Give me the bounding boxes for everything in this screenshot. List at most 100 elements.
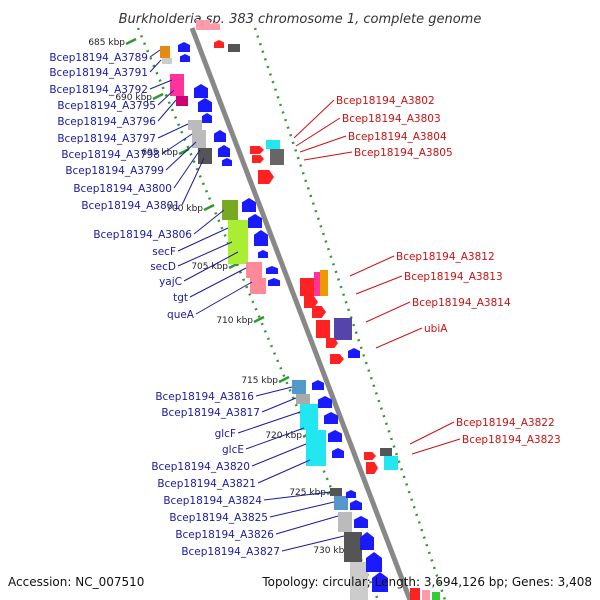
leader-line <box>193 209 225 235</box>
gene-label: Bcep18194_A3789 <box>49 52 148 64</box>
gene-label: Bcep18194_A3806 <box>93 229 192 241</box>
tick-mark <box>253 315 265 324</box>
gene-label: Bcep18194_A3798 <box>61 149 160 161</box>
gene-block <box>384 456 398 470</box>
leader-line <box>295 117 341 147</box>
leader-line <box>237 411 301 434</box>
leader-line <box>411 438 461 455</box>
gene-arrow <box>214 130 226 142</box>
leader-line <box>261 397 297 413</box>
gene-arrow <box>242 198 256 212</box>
gene-block <box>292 380 306 394</box>
gene-arrow <box>364 452 376 460</box>
gene-block <box>334 496 348 510</box>
gene-block <box>350 562 368 600</box>
tick-label: 715 kbp <box>241 376 278 386</box>
leader-line <box>157 123 189 139</box>
leader-line <box>173 149 201 189</box>
leader-line <box>275 515 339 535</box>
leader-line <box>157 89 175 106</box>
leader-line <box>349 255 395 277</box>
gene-block <box>246 262 262 278</box>
gene-label: Bcep18194_A3814 <box>412 297 511 309</box>
gene-label: Bcep18194_A3803 <box>342 113 441 125</box>
gene-block <box>160 46 170 58</box>
gene-label: Bcep18194_A3824 <box>163 495 262 507</box>
gene-label: Bcep18194_A3796 <box>57 116 156 128</box>
gene-block <box>422 590 430 600</box>
gene-arrow <box>258 170 274 184</box>
leader-line <box>255 386 293 397</box>
gene-arrow <box>266 266 278 274</box>
leader-line <box>161 133 193 155</box>
gene-arrow <box>198 98 212 112</box>
gene-arrow <box>312 306 326 318</box>
gene-label: secD <box>150 261 176 273</box>
gene-block <box>228 220 248 264</box>
gene-arrow <box>366 462 378 474</box>
gene-arrow <box>214 40 224 48</box>
leader-line <box>165 141 197 171</box>
gene-block <box>250 278 266 294</box>
tick-mark <box>278 375 290 384</box>
gene-label: Bcep18194_A3804 <box>348 131 447 143</box>
leader-line <box>183 251 239 282</box>
tick-mark <box>125 37 137 46</box>
gene-block <box>192 130 206 148</box>
gene-arrow <box>318 396 332 408</box>
gene-block <box>306 430 326 466</box>
accession-label: Accession: NC_007510 <box>8 575 144 589</box>
chromosome-backbone <box>189 27 413 600</box>
gene-label: Bcep18194_A3792 <box>49 84 148 96</box>
leader-line <box>375 327 423 349</box>
gene-label: Bcep18194_A3826 <box>175 529 274 541</box>
tick-label: 685 kbp <box>88 38 125 48</box>
leader-line <box>409 421 455 445</box>
gene-block <box>316 320 330 338</box>
gene-arrow <box>372 572 388 592</box>
gene-block <box>188 120 202 130</box>
gene-block <box>432 592 440 600</box>
gene-block <box>176 96 188 106</box>
gene-arrow <box>348 348 360 358</box>
gene-label: Bcep18194_A3816 <box>155 391 254 403</box>
leader-line <box>263 491 331 501</box>
gene-arrow <box>180 54 190 62</box>
gene-arrow <box>324 412 338 424</box>
gene-arrow <box>248 214 262 228</box>
tick-label: 690 kbp <box>115 93 152 103</box>
tick-mark <box>203 203 215 212</box>
leader-line <box>149 49 161 58</box>
gene-label: Bcep18194_A3813 <box>404 271 503 283</box>
leader-line <box>149 79 173 90</box>
leader-line <box>189 267 247 298</box>
gene-arrow <box>326 338 338 348</box>
gene-arrow <box>304 296 318 308</box>
gene-arrow <box>202 113 212 123</box>
tick-label: 700 kbp <box>166 204 203 214</box>
tick-label: 710 kbp <box>216 316 253 326</box>
gene-label: Bcep18194_A3817 <box>161 407 260 419</box>
gene-arrow <box>350 500 362 510</box>
tick-label: 720 kbp <box>265 431 302 441</box>
gene-arrow <box>194 84 208 98</box>
gene-label: glcF <box>215 428 236 440</box>
gene-arrow <box>312 380 324 390</box>
gene-arrow <box>360 532 374 550</box>
leader-line <box>195 281 253 315</box>
gene-arrow <box>346 490 356 498</box>
gene-labels: Bcep18194_A3789Bcep18194_A3791Bcep18194_… <box>49 49 561 558</box>
leader-line <box>245 427 305 450</box>
gene-label: queA <box>167 309 195 321</box>
gene-label: Bcep18194_A3827 <box>181 546 280 558</box>
gene-arrow <box>330 354 344 364</box>
gene-block <box>228 44 240 52</box>
gene-block <box>300 278 314 296</box>
gene-label: Bcep18194_A3791 <box>49 67 148 79</box>
leader-line <box>269 501 335 518</box>
gene-arrow <box>328 430 342 442</box>
gene-block <box>296 394 310 404</box>
gene-block <box>380 448 392 456</box>
leader-line <box>251 443 307 467</box>
